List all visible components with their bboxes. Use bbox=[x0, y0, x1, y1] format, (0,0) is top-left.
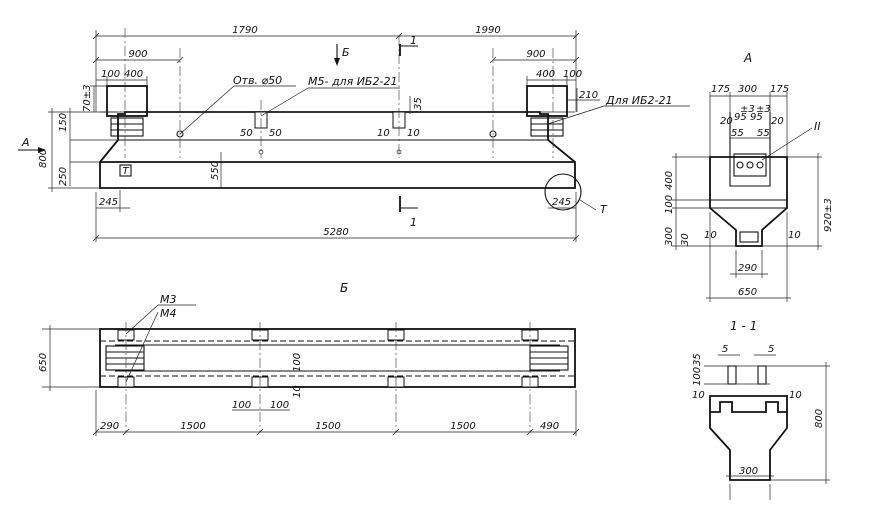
dim-10-a: 10 bbox=[377, 128, 390, 139]
sec-dim-5b: 5 bbox=[768, 344, 774, 355]
va-dim-95b: 95 bbox=[750, 112, 763, 123]
sec-dim-10a: 10 bbox=[692, 390, 705, 401]
va-dim-30: 30 bbox=[680, 233, 691, 246]
hole-left bbox=[176, 130, 184, 138]
va-dim-290: 290 bbox=[738, 263, 757, 274]
dim-50-b: 50 bbox=[269, 128, 282, 139]
left-loop-block bbox=[106, 85, 148, 117]
node-t-circle bbox=[544, 173, 582, 211]
section-title: 1 - 1 bbox=[730, 319, 757, 333]
plan-dim-100v: 100 bbox=[292, 353, 303, 372]
plan-dim-1500-2: 1500 bbox=[315, 421, 340, 432]
plan-dim-1500-3: 1500 bbox=[450, 421, 475, 432]
va-dim-10a: 10 bbox=[704, 230, 717, 241]
plan-dim-290: 290 bbox=[100, 421, 119, 432]
sec-dim-800: 800 bbox=[814, 409, 825, 428]
front-elevation: Т Т 1790 1990 900 900 100 400 400 100 bbox=[18, 25, 690, 242]
dim-245-right: 245 bbox=[552, 197, 571, 208]
beam-outline bbox=[99, 111, 576, 189]
va-dim-95a: 95 bbox=[734, 112, 747, 123]
plan-title: Б bbox=[340, 281, 348, 295]
label-for-ib: Для ИБ2-21 bbox=[605, 94, 672, 107]
va-dim-300: 300 bbox=[738, 84, 757, 95]
dim-210: 210 bbox=[579, 90, 598, 101]
dim-100-left: 100 bbox=[101, 69, 120, 80]
va-pm3b: ±3 bbox=[756, 104, 771, 115]
dim-50-a: 50 bbox=[240, 128, 253, 139]
dim-35: 35 bbox=[413, 97, 424, 110]
label-m4: М4 bbox=[160, 307, 177, 320]
section-1-1: 1 - 1 5 5 100 35 10 10 800 300 bbox=[692, 319, 830, 500]
node-t-label: Т bbox=[600, 203, 608, 216]
hole-right bbox=[489, 130, 497, 138]
va-dim-55b: 55 bbox=[757, 128, 770, 139]
dim-400-right: 400 bbox=[536, 69, 555, 80]
dim-10-b: 10 bbox=[407, 128, 420, 139]
va-dim-100: 100 bbox=[664, 195, 675, 214]
sec-dim-10b: 10 bbox=[789, 390, 802, 401]
va-dim-400: 400 bbox=[664, 171, 675, 190]
plan-view: Б М3 М4 bbox=[38, 281, 580, 436]
view-b-marker: Б bbox=[342, 46, 350, 59]
va-pm3a: ±3 bbox=[740, 104, 755, 115]
plan-dim-650: 650 bbox=[38, 353, 49, 372]
dim-5280: 5280 bbox=[323, 227, 348, 238]
plan-dim-100a: 100 bbox=[232, 400, 251, 411]
va-dim-920: 920±3 bbox=[823, 198, 834, 232]
dim-900-left: 900 bbox=[128, 49, 147, 60]
dim-400-left: 400 bbox=[124, 69, 143, 80]
dim-245-left: 245 bbox=[99, 197, 118, 208]
section-1-bottom: 1 bbox=[410, 216, 417, 229]
left-embedded-plate bbox=[110, 117, 144, 137]
sec-dim-35: 35 bbox=[692, 353, 703, 366]
va-dim-20b: 20 bbox=[771, 116, 784, 127]
sec-dim-100: 100 bbox=[692, 367, 703, 386]
dim-550: 550 bbox=[210, 161, 221, 180]
va-dim-650: 650 bbox=[738, 287, 757, 298]
va-dim-20a: 20 bbox=[720, 116, 733, 127]
view-a-title: А bbox=[743, 51, 752, 65]
dim-1990: 1990 bbox=[475, 25, 500, 36]
va-dim-10b: 10 bbox=[788, 230, 801, 241]
va-dim-300: 300 bbox=[664, 227, 675, 246]
dim-800: 800 bbox=[38, 149, 49, 168]
label-m5: М5- для ИБ2-21 bbox=[308, 75, 397, 88]
dim-150: 150 bbox=[58, 113, 69, 132]
va-dim-55a: 55 bbox=[731, 128, 744, 139]
mark-t: Т bbox=[122, 166, 129, 177]
va-dim-175a: 175 bbox=[711, 84, 730, 95]
plan-dim-490: 490 bbox=[540, 421, 559, 432]
plan-dim-10v: 10 bbox=[292, 385, 303, 398]
right-embedded-plate bbox=[530, 117, 564, 137]
view-a-outline bbox=[709, 156, 788, 247]
sec-dim-5a: 5 bbox=[722, 344, 728, 355]
sec-dim-300: 300 bbox=[739, 466, 758, 477]
va-roman: II bbox=[814, 120, 821, 133]
dim-70: 70±3 bbox=[82, 85, 93, 112]
plan-dim-100b: 100 bbox=[270, 400, 289, 411]
view-a: А 175 300 175 ±3 ±3 20 95 95 20 55 55 II bbox=[664, 51, 834, 302]
dim-250: 250 bbox=[58, 167, 69, 186]
va-dim-175b: 175 bbox=[770, 84, 789, 95]
mark-t-box bbox=[119, 164, 132, 177]
section-1-top: 1 bbox=[410, 34, 417, 47]
view-a-marker: А bbox=[21, 136, 30, 149]
label-hole: Отв. ⌀50 bbox=[233, 74, 282, 87]
right-loop-block bbox=[526, 85, 568, 117]
dim-900-right: 900 bbox=[526, 49, 545, 60]
dim-100-right: 100 bbox=[563, 69, 582, 80]
section-outline bbox=[709, 395, 788, 481]
dim-1790: 1790 bbox=[232, 25, 257, 36]
plan-outline bbox=[99, 328, 576, 388]
label-m3: М3 bbox=[160, 293, 177, 306]
plan-dim-1500-1: 1500 bbox=[180, 421, 205, 432]
